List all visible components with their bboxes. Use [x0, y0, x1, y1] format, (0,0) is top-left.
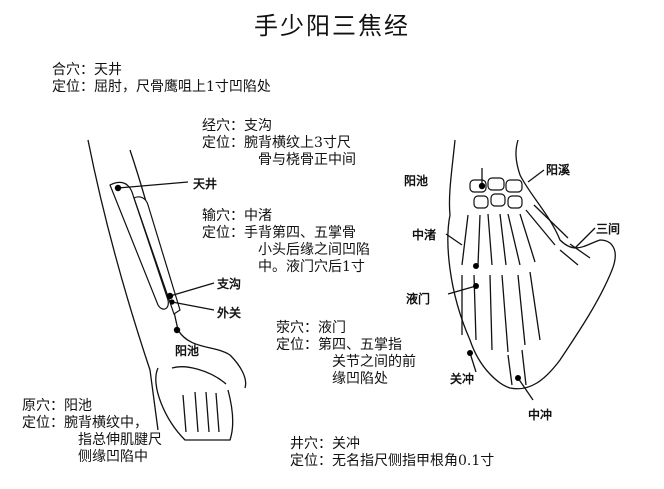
- label-zhongchong: 中冲: [528, 408, 553, 422]
- zhongzhu-point: [473, 263, 479, 269]
- he-point-loc: 定位：屈肘，尺骨鹰咀上1寸凹陷处: [52, 79, 271, 95]
- label-yangchi-arm: 阳池: [175, 344, 200, 358]
- yuan-point-info: 原穴：阳池 定位：腕背横纹中， 指总伸肌腱尺 侧缘凹陷中: [22, 398, 162, 466]
- yangchi-hand-point: [478, 182, 486, 190]
- tianjing-point: [114, 184, 122, 192]
- shu-point-head: 输穴：中渚: [202, 208, 272, 224]
- ying-point-loc1: 定位：第四、五掌指: [276, 337, 402, 353]
- jing-river-point-loc1: 定位：腕背横纹上3寸尺: [202, 135, 351, 151]
- label-waiguan: 外关: [217, 306, 242, 320]
- label-zhongzhu: 中渚: [412, 228, 437, 242]
- zhigou-point: [166, 292, 174, 300]
- label-zhigou: 支沟: [217, 277, 242, 291]
- shu-point-info: 输穴：中渚 定位：手背第四、五掌骨 小头后缘之间凹陷 中。液门穴后1寸: [202, 208, 370, 276]
- hand-acupoints: [467, 182, 521, 381]
- yuan-point-loc3: 侧缘凹陷中: [78, 449, 148, 465]
- label-sanjian: 三间: [596, 222, 621, 236]
- shu-point-loc2: 小头后缘之间凹陷: [258, 242, 370, 258]
- yangchi-arm-point: [173, 326, 181, 334]
- forearm-acupoints: [114, 184, 181, 334]
- page-title: 手少阳三焦经: [254, 12, 410, 40]
- guanchong-point: [467, 350, 473, 356]
- jing-well-point-loc: 定位：无名指尺侧指甲根角0.1寸: [290, 453, 495, 469]
- shu-point-loc1: 定位：手背第四、五掌骨: [202, 225, 356, 241]
- zhongchong-point: [515, 375, 521, 381]
- ying-point-loc3: 缘凹陷处: [332, 371, 388, 387]
- forearm-drawing: [87, 139, 247, 441]
- jing-river-point-loc2: 骨与桡骨正中间: [258, 152, 356, 168]
- label-tianjing: 天井: [193, 177, 218, 191]
- ying-point-loc2: 关节之间的前: [332, 354, 416, 370]
- ying-point-info: 荥穴：液门 定位：第四、五掌指 关节之间的前 缘凹陷处: [276, 320, 416, 388]
- shu-point-loc3: 中。液门穴后1寸: [258, 259, 365, 275]
- yuan-point-loc2: 指总伸肌腱尺: [78, 432, 162, 448]
- jing-well-point-info: 井穴：关冲 定位：无名指尺侧指甲根角0.1寸: [290, 436, 494, 470]
- he-point-info: 合穴：天井 定位：屈肘，尺骨鹰咀上1寸凹陷处: [52, 62, 271, 96]
- label-guanchong: 关冲: [450, 372, 475, 386]
- label-yangxi: 阳溪: [546, 163, 571, 177]
- label-yangchi-hand: 阳池: [404, 174, 429, 188]
- ying-point-head: 荥穴：液门: [276, 320, 346, 336]
- yemen-point: [473, 283, 479, 289]
- jing-river-point-info: 经穴：支沟 定位：腕背横纹上3寸尺 骨与桡骨正中间: [202, 118, 356, 169]
- jing-river-point-head: 经穴：支沟: [202, 118, 272, 134]
- jing-well-point-head: 井穴：关冲: [290, 436, 360, 452]
- hand-skeleton: [445, 139, 616, 401]
- waiguan-point: [169, 299, 175, 305]
- label-yemen: 液门: [406, 292, 431, 306]
- yuan-point-loc1: 定位：腕背横纹中，: [22, 415, 148, 431]
- yuan-point-head: 原穴：阳池: [22, 398, 92, 414]
- he-point-head: 合穴：天井: [52, 62, 122, 78]
